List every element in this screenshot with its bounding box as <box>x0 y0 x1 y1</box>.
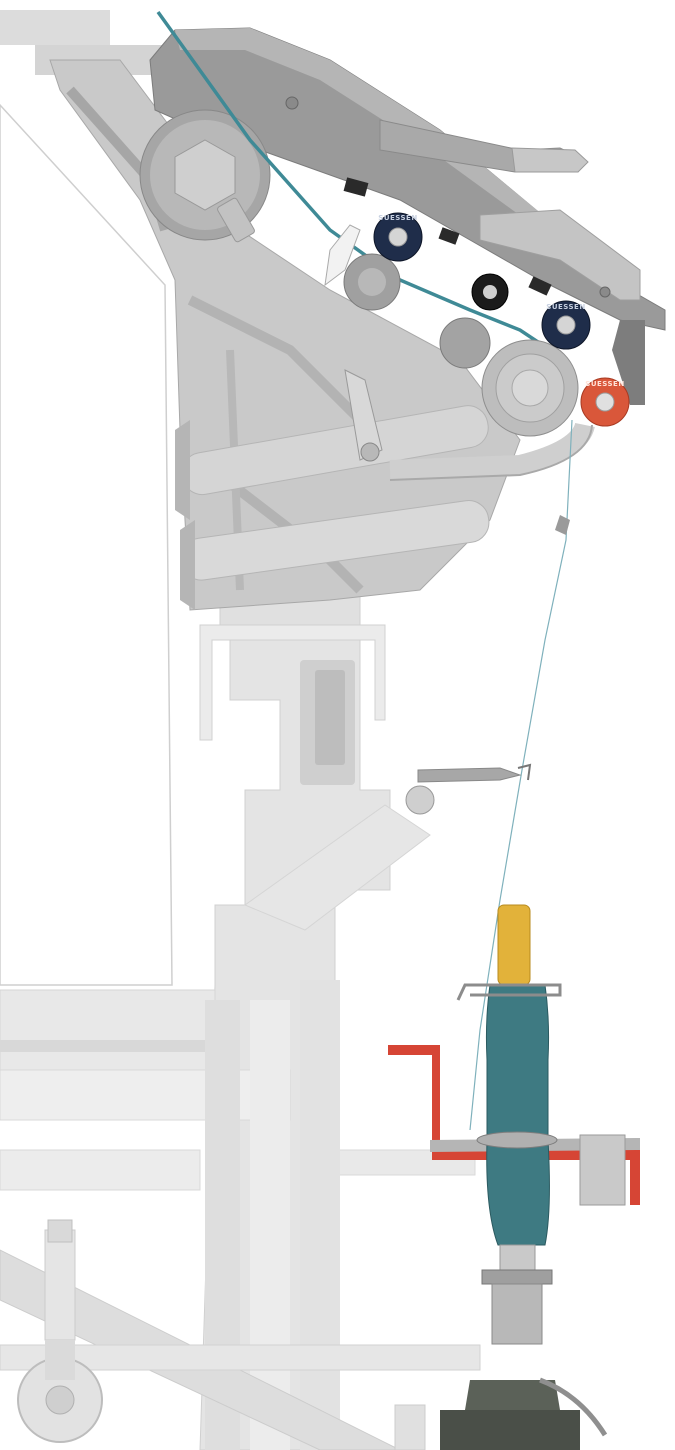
spindle-shaft <box>491 1283 543 1345</box>
lappet-hook <box>517 763 532 781</box>
top-roller-3-hub <box>556 315 576 335</box>
diagonal-arm <box>243 804 431 931</box>
ring-rail-bracket <box>388 1045 640 1205</box>
arm-end-clamp <box>479 209 641 301</box>
lappet-arm <box>405 763 532 815</box>
balloon-guide <box>456 983 562 1001</box>
frame-wheel-hub <box>45 1385 75 1415</box>
spinning-ring <box>476 1131 558 1149</box>
top-left-block <box>0 10 110 45</box>
clip-2 <box>438 227 460 245</box>
top-roller-3: SUESSEN <box>541 300 591 350</box>
top-roller-4-hub <box>595 392 615 412</box>
bobbin-tip <box>497 904 531 986</box>
lappet-arm-body <box>417 767 522 783</box>
spindle-base <box>440 1410 580 1450</box>
spindle-assembly <box>388 904 640 1450</box>
lappet-pulley <box>405 785 435 815</box>
arm-end-bolt <box>599 286 611 298</box>
top-roller-1: SUESSEN <box>373 212 423 262</box>
hex-nut <box>174 139 236 211</box>
beam-3 <box>0 1149 201 1191</box>
arm-pivot-bolt <box>285 96 299 110</box>
wheel-bracket <box>45 1340 75 1380</box>
housing-outline <box>0 103 173 986</box>
bottom-roller-3-hub <box>511 369 549 407</box>
top-rollers: SUESSEN SUESSEN SUESSEN <box>373 212 630 427</box>
column-bracket <box>199 624 386 741</box>
bottom-roller-2 <box>439 317 491 369</box>
roving-guide <box>324 224 361 287</box>
stop-lever-pin <box>360 442 380 462</box>
bottom-rollers <box>343 253 579 437</box>
top-roller-2 <box>471 273 509 311</box>
beam-1 <box>0 989 216 1071</box>
lower-frame <box>0 103 481 1450</box>
lever-grip <box>511 147 589 173</box>
clip-1 <box>343 177 369 197</box>
vertical-post-2 <box>300 980 340 1450</box>
thread-eyelet <box>555 515 570 535</box>
yarn-cop <box>485 984 550 1246</box>
spindle-brake-arm <box>539 1377 608 1437</box>
bottom-block <box>394 1404 426 1450</box>
top-roller-4-label: SUESSEN <box>585 380 624 388</box>
yarn-thread <box>469 419 573 1131</box>
top-roller-2-hub <box>483 285 497 299</box>
spindle-base-top <box>465 1380 560 1410</box>
stop-lever <box>344 369 383 461</box>
vertical-post-3 <box>250 1000 290 1450</box>
top-roller-1-label: SUESSEN <box>378 214 417 222</box>
weighting-arm <box>149 27 666 405</box>
beam-2 <box>0 1069 291 1121</box>
tube-cap-2 <box>180 520 195 610</box>
top-roller-4: SUESSEN <box>580 377 630 427</box>
arm-end-plate <box>612 320 645 405</box>
bolt-plate <box>44 1229 76 1341</box>
spindle-whorl <box>481 1269 553 1285</box>
top-roller-1-hub <box>388 227 408 247</box>
curved-pipe <box>389 422 595 480</box>
ring-rail-block <box>579 1134 626 1206</box>
beam-1-shade <box>0 1040 215 1052</box>
top-roller-3-label: SUESSEN <box>546 303 585 311</box>
pivot-screw <box>217 197 255 243</box>
clip-3 <box>528 276 552 296</box>
bolt-head <box>47 1219 73 1243</box>
pivot-hub <box>139 109 271 243</box>
bottom-roller-1-hub <box>358 268 386 296</box>
tube-cap-1 <box>175 420 190 520</box>
rib-2 <box>187 295 364 424</box>
column-window-inner <box>315 670 345 765</box>
arm-top-face <box>175 28 555 230</box>
